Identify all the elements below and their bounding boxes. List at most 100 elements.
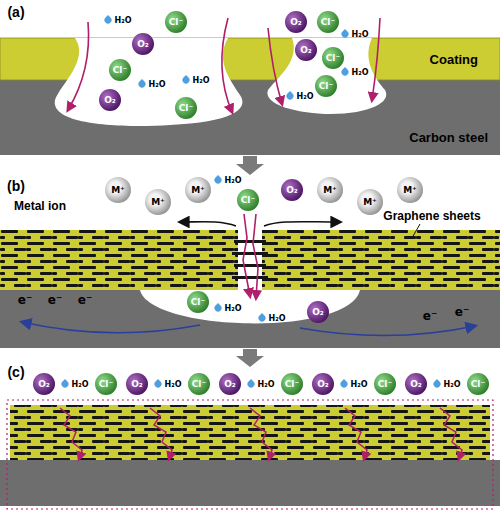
oxygen-molecule: O₂ bbox=[132, 33, 154, 55]
node-text: Cl⁻ bbox=[191, 297, 205, 307]
gap-sheets bbox=[232, 240, 268, 279]
node-text: O₂ bbox=[131, 379, 143, 389]
chloride-ion: Cl⁻ bbox=[322, 47, 344, 69]
oxygen-molecule: O₂ bbox=[33, 373, 55, 395]
panel-label: (b) bbox=[7, 178, 25, 194]
chloride-ion: Cl⁻ bbox=[175, 97, 197, 119]
chloride-ion: Cl⁻ bbox=[187, 291, 209, 313]
oxygen-molecule: O₂ bbox=[99, 89, 121, 111]
node-text: M⁺ bbox=[191, 185, 205, 195]
node-text: O₂ bbox=[224, 379, 236, 389]
node-text: M⁺ bbox=[403, 185, 417, 195]
electron: e⁻ bbox=[423, 309, 437, 323]
electron: e⁻ bbox=[78, 293, 92, 307]
node-text: Carbon steel bbox=[409, 130, 488, 145]
diffusion-arrows bbox=[243, 214, 258, 298]
node-text: M⁺ bbox=[363, 197, 377, 207]
water-molecule: H₂O bbox=[105, 16, 132, 25]
coating-layer: Coating bbox=[0, 38, 500, 80]
steel-substrate: Carbon steel bbox=[0, 80, 500, 155]
oxygen-molecule: O₂ bbox=[295, 39, 317, 61]
panel-label: (a) bbox=[7, 4, 24, 20]
chloride-ion: Cl⁻ bbox=[109, 59, 131, 81]
oxygen-molecule: O₂ bbox=[219, 373, 241, 395]
chloride-ion: Cl⁻ bbox=[95, 373, 117, 395]
node-text: Cl⁻ bbox=[319, 81, 333, 91]
node-text: O₂ bbox=[38, 379, 50, 389]
chloride-ion: Cl⁻ bbox=[188, 373, 210, 395]
metal-ion: M⁺ bbox=[317, 177, 343, 203]
water-molecule: H₂O bbox=[287, 92, 314, 101]
steel-substrate bbox=[0, 460, 500, 506]
tortuous-path bbox=[250, 408, 272, 459]
metal-ion: M⁺ bbox=[185, 177, 211, 203]
oxygen-molecule: O₂ bbox=[312, 373, 334, 395]
electron: e⁻ bbox=[455, 305, 469, 319]
node-text: Cl⁻ bbox=[321, 17, 335, 27]
tortuous-path bbox=[440, 408, 462, 459]
water-molecule: H₂O bbox=[215, 176, 242, 185]
node-text: Cl⁻ bbox=[378, 379, 392, 389]
node-text: O₂ bbox=[317, 379, 329, 389]
diffusion-arrows bbox=[68, 18, 380, 112]
chloride-ion: Cl⁻ bbox=[315, 75, 337, 97]
graphene-sheets bbox=[0, 230, 500, 290]
metal-ion: M⁺ bbox=[397, 177, 423, 203]
tortuous-path bbox=[150, 408, 172, 459]
chloride-ion: Cl⁻ bbox=[237, 189, 259, 211]
tortuous-path bbox=[345, 408, 367, 459]
water-molecule: H₂O bbox=[259, 314, 286, 323]
node-text: O₂ bbox=[286, 185, 298, 195]
node-text: Cl⁻ bbox=[326, 53, 340, 63]
chloride-ion: Cl⁻ bbox=[281, 373, 303, 395]
coating-layer bbox=[10, 405, 490, 460]
annotation: Graphene sheets bbox=[383, 209, 480, 223]
oxygen-molecule: O₂ bbox=[405, 373, 427, 395]
chloride-ion: Cl⁻ bbox=[467, 373, 489, 395]
water-molecule: H₂O bbox=[434, 380, 461, 389]
graphene-sheets bbox=[10, 405, 490, 460]
coating-gap bbox=[238, 230, 262, 290]
water-molecule: H₂O bbox=[62, 380, 89, 389]
node-text: M⁺ bbox=[111, 185, 125, 195]
node-text: Cl⁻ bbox=[471, 379, 485, 389]
node-text: O₂ bbox=[137, 39, 149, 49]
coating-layer bbox=[0, 230, 500, 290]
down-arrow bbox=[236, 349, 264, 367]
node-text: O₂ bbox=[290, 17, 302, 27]
node-text: O₂ bbox=[104, 95, 116, 105]
metal-ion: M⁺ bbox=[145, 189, 171, 215]
water-molecule: H₂O bbox=[139, 80, 166, 89]
tortuous-path-arrows bbox=[60, 408, 462, 459]
water-molecule: H₂O bbox=[342, 30, 369, 39]
chloride-ion: Cl⁻ bbox=[165, 11, 187, 33]
node-text: M⁺ bbox=[151, 197, 165, 207]
metal-ion: M⁺ bbox=[105, 177, 131, 203]
oxygen-molecule: O₂ bbox=[281, 179, 303, 201]
electron: e⁻ bbox=[18, 293, 32, 307]
oxygen-molecule: O₂ bbox=[126, 373, 148, 395]
water-molecule: H₂O bbox=[215, 304, 242, 313]
water-molecule: H₂O bbox=[248, 380, 275, 389]
node-text: M⁺ bbox=[323, 185, 337, 195]
node-text: O₂ bbox=[312, 307, 324, 317]
oxygen-molecule: O₂ bbox=[307, 301, 329, 323]
electron-flow-arrows bbox=[22, 322, 475, 336]
down-arrow bbox=[236, 156, 264, 175]
water-molecule: H₂O bbox=[155, 380, 182, 389]
node-text: Cl⁻ bbox=[99, 379, 113, 389]
metal-ion: M⁺ bbox=[357, 189, 383, 215]
steel-substrate bbox=[0, 290, 500, 348]
node-text: O₂ bbox=[410, 379, 422, 389]
dotted-frame bbox=[7, 400, 493, 509]
node-text: Cl⁻ bbox=[241, 195, 255, 205]
water-molecule: H₂O bbox=[341, 380, 368, 389]
chloride-ion: Cl⁻ bbox=[374, 373, 396, 395]
oxygen-molecule: O₂ bbox=[285, 11, 307, 33]
coating-defect bbox=[267, 38, 386, 114]
leader-line bbox=[412, 224, 420, 238]
tortuous-path bbox=[60, 408, 82, 459]
node-text: Cl⁻ bbox=[179, 103, 193, 113]
node-text: O₂ bbox=[300, 45, 312, 55]
